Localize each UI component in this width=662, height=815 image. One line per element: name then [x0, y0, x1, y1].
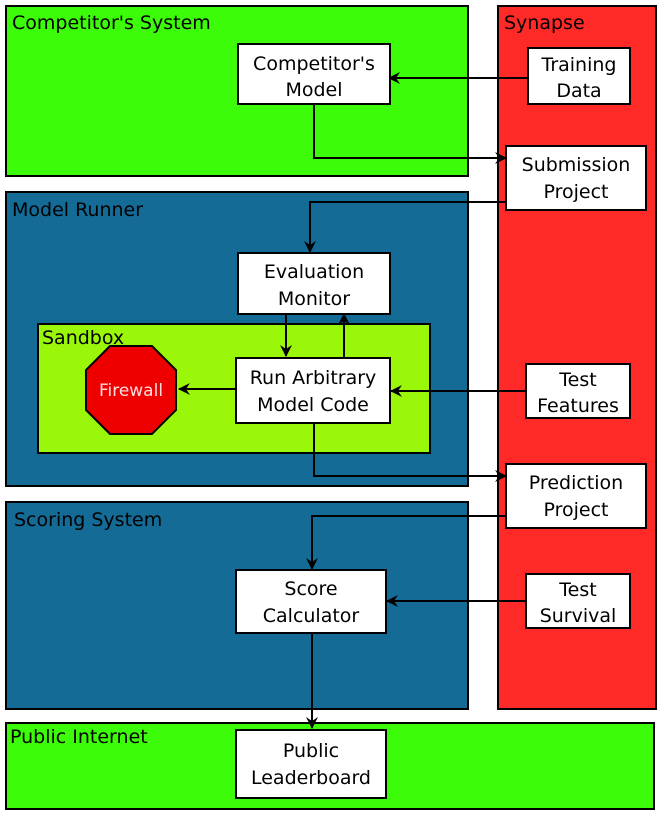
public-internet-label: Public Internet: [10, 726, 148, 748]
firewall-label: Firewall: [99, 381, 163, 401]
score-calculator-line1: Score: [284, 578, 337, 600]
competitor-model-line1: Competitor's: [253, 53, 375, 75]
training-data-line2: Data: [556, 80, 601, 102]
arrow-code-to-prediction: [313, 423, 507, 482]
evaluation-monitor-box: Evaluation Monitor: [237, 252, 391, 315]
arrow-model-to-submission: [313, 104, 507, 164]
competitor-model-line2: Model: [285, 79, 342, 101]
connectors: [178, 72, 528, 729]
evaluation-monitor-line1: Evaluation: [264, 261, 364, 283]
run-arbitrary-model-code-box: Run Arbitrary Model Code: [235, 357, 391, 424]
public-leaderboard-line2: Leaderboard: [251, 767, 371, 789]
test-features-line2: Features: [537, 395, 619, 417]
public-leaderboard-line1: Public: [283, 740, 339, 762]
test-features-line1: Test: [558, 369, 596, 391]
prediction-project-box: Prediction Project: [505, 463, 647, 529]
evaluation-monitor-line2: Monitor: [278, 288, 350, 310]
training-data-box: Training Data: [527, 47, 631, 105]
firewall-icon: Firewall: [85, 345, 177, 435]
run-arbitrary-line2: Model Code: [257, 394, 369, 416]
prediction-project-line2: Project: [543, 499, 608, 521]
test-features-box: Test Features: [525, 363, 631, 419]
public-leaderboard-box: Public Leaderboard: [235, 729, 387, 799]
competitor-model-box: Competitor's Model: [237, 43, 391, 105]
score-calculator-box: Score Calculator: [235, 569, 387, 634]
test-survival-box: Test Survival: [525, 573, 631, 629]
submission-project-box: Submission Project: [505, 145, 647, 211]
test-survival-line2: Survival: [540, 605, 617, 627]
arrow-prediction-to-calculator: [306, 515, 506, 570]
model-runner-label: Model Runner: [12, 199, 143, 221]
prediction-project-line1: Prediction: [529, 472, 623, 494]
score-calculator-line2: Calculator: [263, 605, 360, 627]
competitor-system-label: Competitor's System: [12, 12, 211, 34]
sandbox-label: Sandbox: [42, 327, 124, 349]
submission-project-line2: Project: [543, 181, 608, 203]
training-data-line1: Training: [541, 54, 617, 76]
scoring-system-label: Scoring System: [14, 509, 162, 531]
arrow-submission-to-monitor: [304, 201, 506, 253]
test-survival-line1: Test: [558, 579, 596, 601]
submission-project-line1: Submission: [522, 154, 631, 176]
synapse-label: Synapse: [504, 12, 585, 34]
run-arbitrary-line1: Run Arbitrary: [250, 367, 377, 389]
